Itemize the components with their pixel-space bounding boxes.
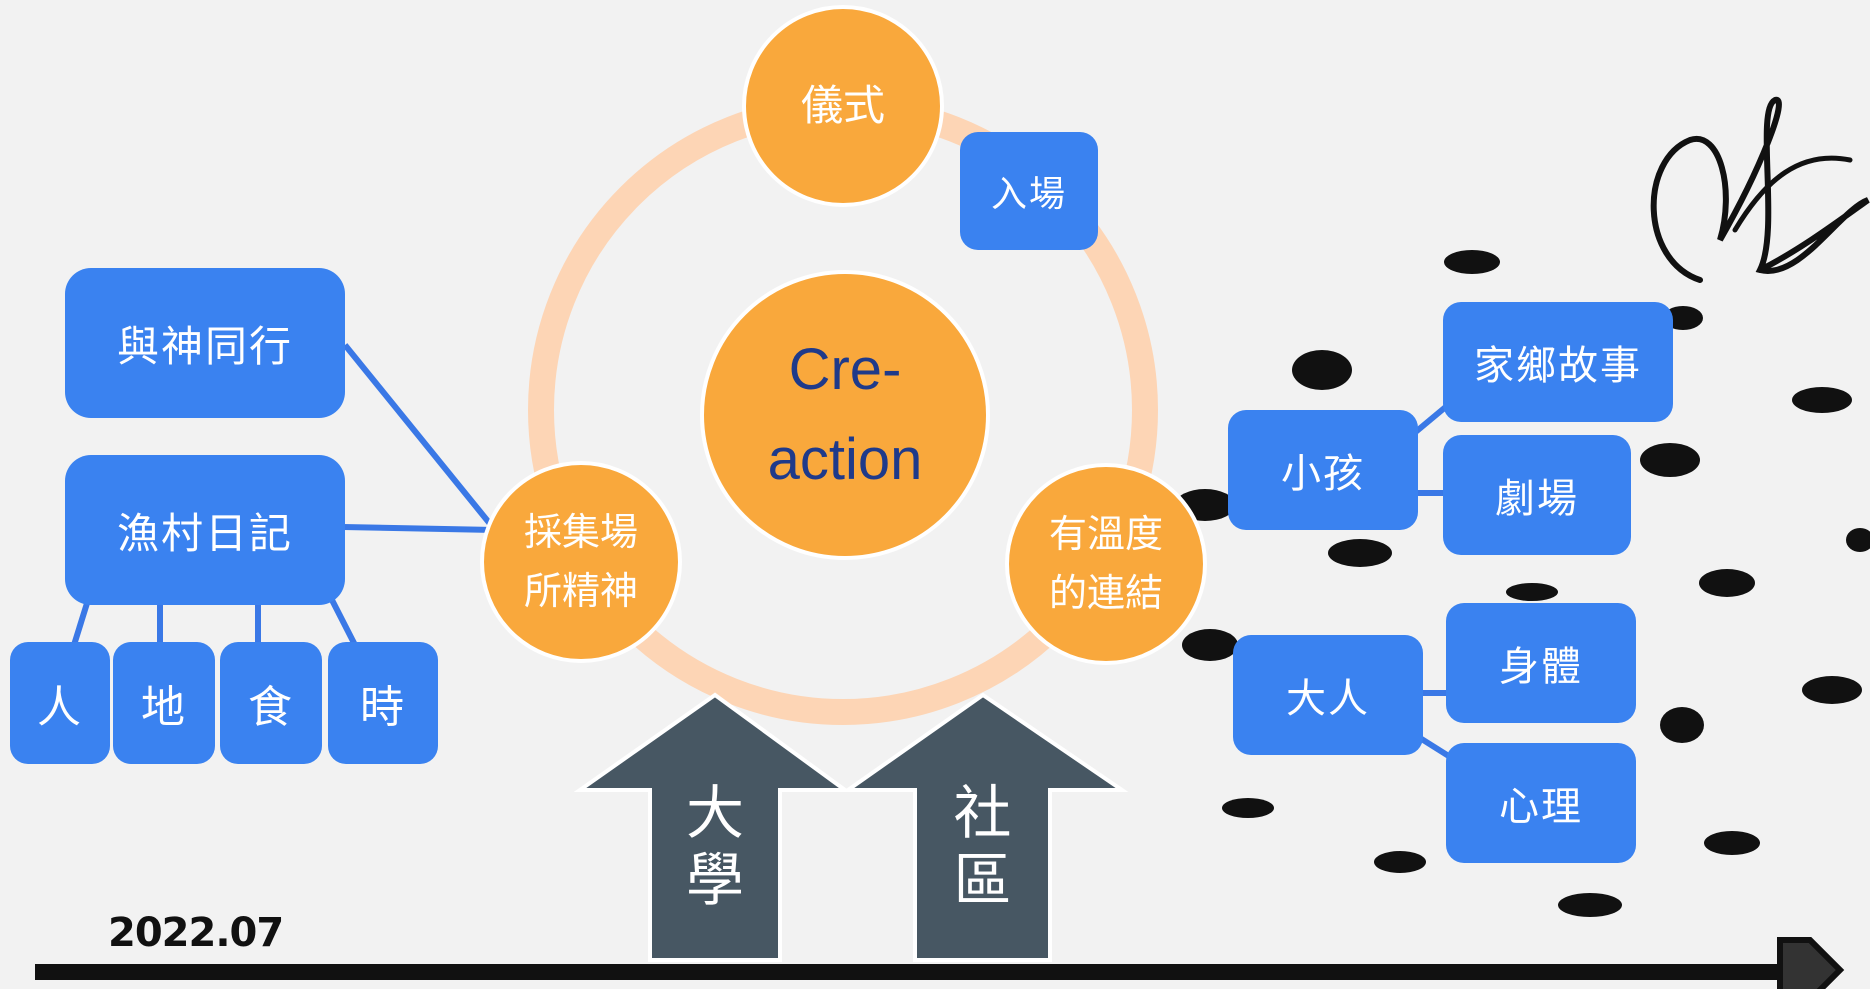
mind-box: 心理 bbox=[1446, 743, 1636, 863]
connector-line bbox=[71, 599, 91, 646]
node-gathering-spirit: 採集場 所精神 bbox=[480, 461, 682, 663]
adults-box: 大人 bbox=[1233, 635, 1423, 755]
arrow-university-label: 大 學 bbox=[650, 780, 780, 913]
ink-blot bbox=[1506, 583, 1558, 601]
ink-blot bbox=[1182, 629, 1238, 661]
node-warm-line2: 的連結 bbox=[1048, 571, 1163, 615]
arrow-community-label: 社 區 bbox=[915, 780, 1050, 913]
node-warm-line1: 有溫度 bbox=[1048, 512, 1163, 557]
node-gathering-line2: 所精神 bbox=[523, 569, 638, 613]
body-box: 身體 bbox=[1446, 603, 1636, 723]
connector-line bbox=[342, 343, 498, 532]
scribble-squiggle bbox=[1650, 96, 1870, 283]
ink-blot bbox=[1292, 350, 1352, 390]
center-node: Cre- action bbox=[700, 270, 990, 560]
ink-blot bbox=[1558, 893, 1622, 917]
node-gathering-line1: 採集場 bbox=[523, 510, 638, 555]
timeline-arrowhead bbox=[1777, 937, 1845, 989]
connector-line bbox=[342, 524, 496, 533]
ink-blot bbox=[1374, 851, 1426, 873]
timeline-date: 2022.07 bbox=[108, 910, 284, 956]
arrow-university-line2: 學 bbox=[685, 845, 744, 914]
sub-box-people: 人 bbox=[10, 642, 110, 764]
theater-box: 劇場 bbox=[1443, 435, 1631, 555]
ink-blot bbox=[1792, 387, 1852, 413]
sub-box-time: 時 bbox=[328, 642, 438, 764]
ink-blot bbox=[1699, 569, 1755, 597]
sub-box-land: 地 bbox=[113, 642, 215, 764]
ink-blot bbox=[1846, 528, 1870, 552]
ink-blot bbox=[1660, 707, 1704, 743]
node-ritual-label: 儀式 bbox=[800, 81, 885, 131]
ink-blot bbox=[1328, 539, 1392, 567]
ink-blot bbox=[1802, 676, 1862, 704]
node-ritual: 儀式 bbox=[742, 5, 944, 207]
ink-blot bbox=[1704, 831, 1760, 855]
kids-box: 小孩 bbox=[1228, 410, 1418, 530]
ink-blot bbox=[1222, 798, 1274, 818]
arrow-community-line2: 區 bbox=[953, 845, 1012, 914]
connector-line bbox=[329, 598, 358, 647]
ink-blot bbox=[1444, 250, 1500, 274]
center-label-line2: action bbox=[767, 427, 923, 492]
entry-box: 入場 bbox=[960, 132, 1098, 250]
arrow-community-line1: 社 bbox=[953, 779, 1012, 847]
hometown-stories-box: 家鄉故事 bbox=[1443, 302, 1673, 422]
node-warm-connection: 有溫度 的連結 bbox=[1005, 463, 1207, 665]
scribble-squiggle bbox=[1732, 155, 1853, 233]
fishing-village-diary-box: 漁村日記 bbox=[65, 455, 345, 605]
arrow-university-line1: 大 bbox=[685, 779, 744, 847]
sub-box-food: 食 bbox=[220, 642, 322, 764]
center-label-line1: Cre- bbox=[788, 337, 902, 403]
ink-blot bbox=[1640, 443, 1700, 477]
walk-with-gods-box: 與神同行 bbox=[65, 268, 345, 418]
